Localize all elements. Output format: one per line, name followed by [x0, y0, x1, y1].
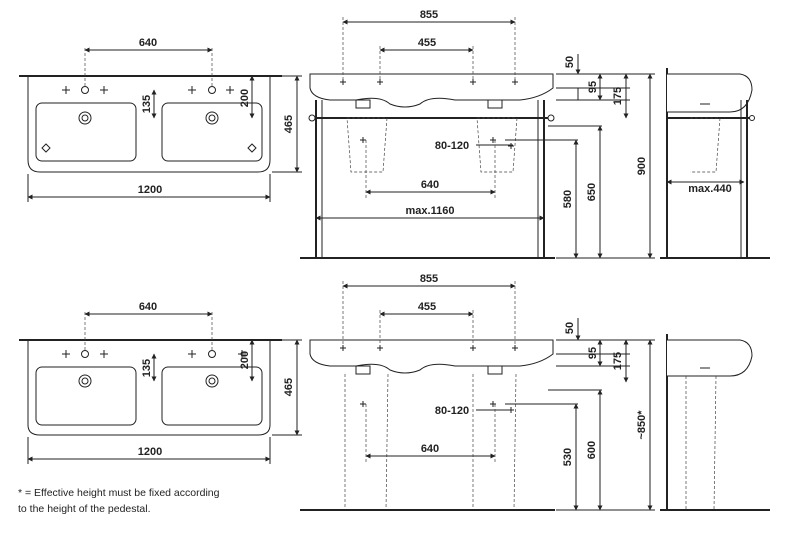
bottom-front-drain-640: 640: [421, 443, 439, 455]
bottom-plan-width-640: 640: [139, 301, 157, 313]
top-front-drain-range: 80-120: [435, 140, 469, 152]
top-front-h-650: 650: [586, 183, 598, 201]
top-front-width-455: 455: [418, 37, 436, 49]
bottom-front-width-855: 855: [420, 273, 438, 285]
top-front-h-580: 580: [562, 190, 574, 208]
top-plan-depth-200: 200: [239, 89, 251, 107]
bottom-plan-view: 640 135 200 465 1200: [19, 301, 302, 464]
bottom-front-h-600: 600: [586, 441, 598, 459]
bottom-plan-width-1200: 1200: [138, 446, 162, 458]
bottom-front-width-455: 455: [418, 301, 436, 313]
bottom-front-view: 855 455 50 95 175 80-120 640 530 600 ~85…: [300, 273, 655, 511]
bottom-front-h-175: 175: [612, 352, 624, 370]
footnote-line-1: * = Effective height must be fixed accor…: [18, 487, 220, 499]
top-side-view: max.440: [660, 68, 770, 259]
bottom-front-h-530: 530: [562, 448, 574, 466]
top-plan-depth-135: 135: [141, 95, 153, 113]
top-front-frame-width: max.1160: [406, 205, 455, 217]
top-front-h-175: 175: [612, 87, 624, 105]
bottom-plan-depth-465: 465: [283, 378, 295, 396]
footnote-line-2: to the height of the pedestal.: [18, 503, 151, 515]
bottom-plan-depth-200: 200: [239, 351, 251, 369]
top-front-width-855: 855: [420, 9, 438, 21]
top-plan-width-1200: 1200: [138, 184, 162, 196]
bottom-front-drain-range: 80-120: [435, 405, 469, 417]
bottom-front-h-95: 95: [587, 347, 599, 359]
bottom-plan-depth-135: 135: [141, 359, 153, 377]
top-side-depth: max.440: [688, 183, 731, 195]
top-plan-view: 640 135 200 465 1200: [19, 37, 302, 202]
bottom-side-view: [660, 334, 770, 511]
bottom-front-h-50: 50: [564, 322, 576, 334]
top-plan-depth-465: 465: [283, 115, 295, 133]
top-front-view: 855 455 50 95 175 80-120 640 max.1160 58…: [300, 9, 655, 259]
bottom-front-h-850: ~850*: [636, 410, 648, 440]
top-front-drain-640: 640: [421, 179, 439, 191]
top-plan-width-640: 640: [139, 37, 157, 49]
top-front-h-900: 900: [636, 157, 648, 175]
top-front-h-95: 95: [587, 81, 599, 93]
top-front-h-50: 50: [564, 56, 576, 68]
